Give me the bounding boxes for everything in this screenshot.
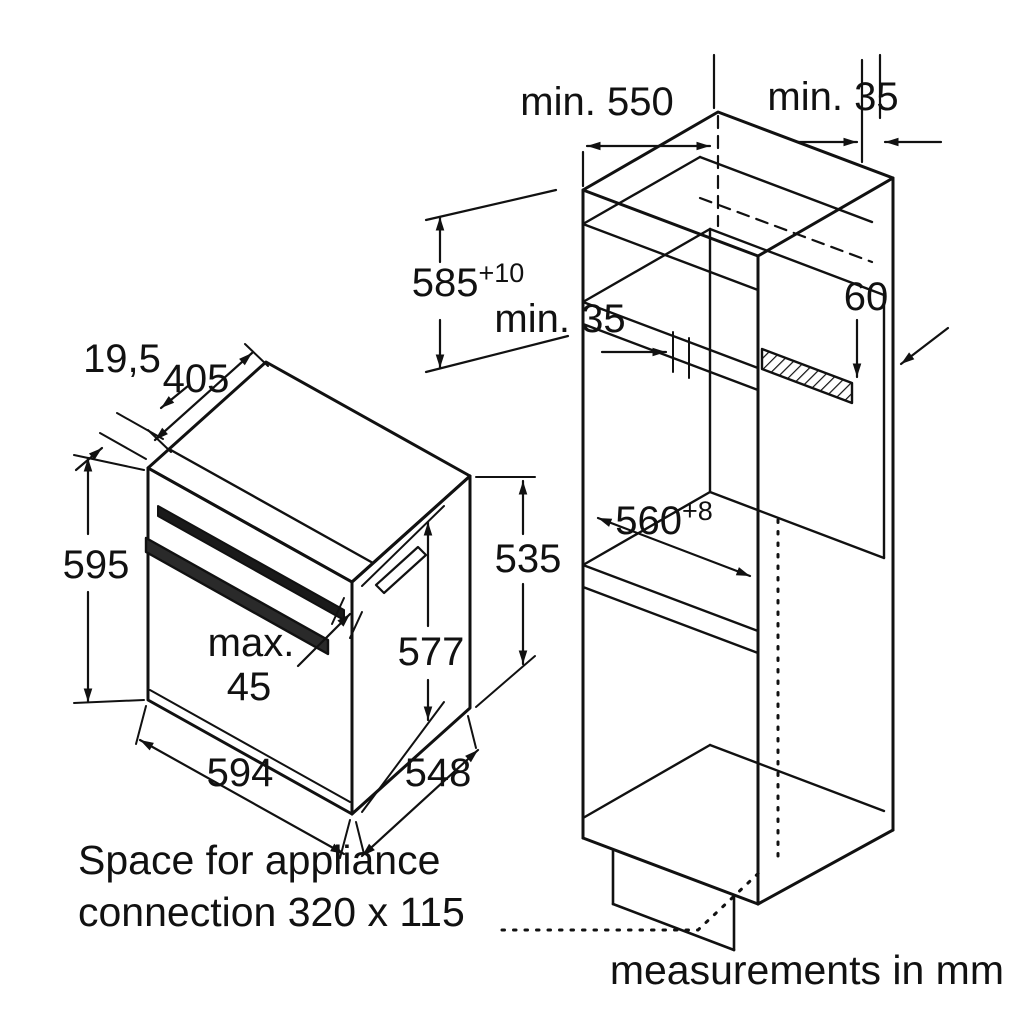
handle-max-label: max.	[208, 621, 295, 665]
cabinet-depth-min-label: min. 550	[520, 80, 673, 124]
niche-width-tolerance: +8	[682, 496, 713, 526]
cabinet-interior-lines	[581, 155, 886, 820]
oven-right-side-face	[350, 474, 472, 816]
handle-max-value: 45	[227, 665, 272, 709]
cabinet-bottom-right-edge	[756, 828, 895, 906]
oven-front-frame-edge	[167, 447, 375, 565]
dimension-labels: min. 550 min. 35 585+10 min. 35 60 560+8…	[63, 75, 899, 795]
dimension-lines-oven	[73, 343, 536, 859]
oven-drawing	[144, 360, 472, 816]
connection-space-note-line1: Space for appliance	[78, 837, 440, 883]
ventilation-cutout-hatch	[760, 347, 854, 405]
niche-width-label: 560+8	[615, 496, 713, 543]
dim-top-depth	[147, 343, 269, 453]
vent-depth-label: 60	[844, 275, 889, 319]
oven-door-handle	[144, 536, 330, 656]
dim-niche-width	[596, 516, 752, 578]
cabinet-plinth	[611, 849, 736, 952]
dim-cabinet-depth-min	[581, 53, 716, 188]
niche-width-value: 560	[615, 499, 682, 543]
connection-space-note-line2: connection 320 x 115	[78, 889, 465, 935]
dim-oven-width	[135, 705, 351, 859]
oven-width-label: 594	[207, 751, 274, 795]
dimension-lines-cabinet	[424, 53, 950, 578]
footer-notes: Space for appliance connection 320 x 115…	[78, 837, 1004, 993]
cabinet-top-face	[581, 110, 895, 258]
dim-oven-height	[73, 454, 145, 704]
dim-handle-protrusion	[296, 597, 363, 668]
dim-cabinet-top-rear-gap	[796, 53, 950, 366]
depth-incl-door-label: 577	[398, 630, 465, 674]
cabinet-hidden-edges	[698, 114, 874, 264]
cabinet-top-rear-gap-label: min. 35	[767, 75, 898, 119]
niche-height-value: 585	[412, 261, 479, 305]
niche-height-tolerance: +10	[478, 258, 524, 288]
rear-gap-min-label: min. 35	[494, 297, 625, 341]
connection-space-leader-line	[500, 866, 766, 932]
cabinet-bottom-front-edge	[581, 836, 760, 906]
oven-height-label: 595	[63, 543, 130, 587]
oven-side-vent-slot	[374, 545, 428, 595]
dim-niche-height	[424, 188, 570, 374]
top-depth-label: 405	[163, 357, 230, 401]
oven-depth-label: 548	[405, 751, 472, 795]
dim-body-depth	[475, 476, 536, 708]
body-depth-label: 535	[495, 537, 562, 581]
dim-rear-gap-min	[600, 331, 690, 379]
front-frame-depth-label: 19,5	[83, 337, 161, 381]
dim-oven-depth	[355, 715, 480, 858]
units-note: measurements in mm	[610, 947, 1004, 993]
niche-height-label: 585+10	[412, 258, 525, 305]
cabinet-drawing	[581, 110, 895, 952]
